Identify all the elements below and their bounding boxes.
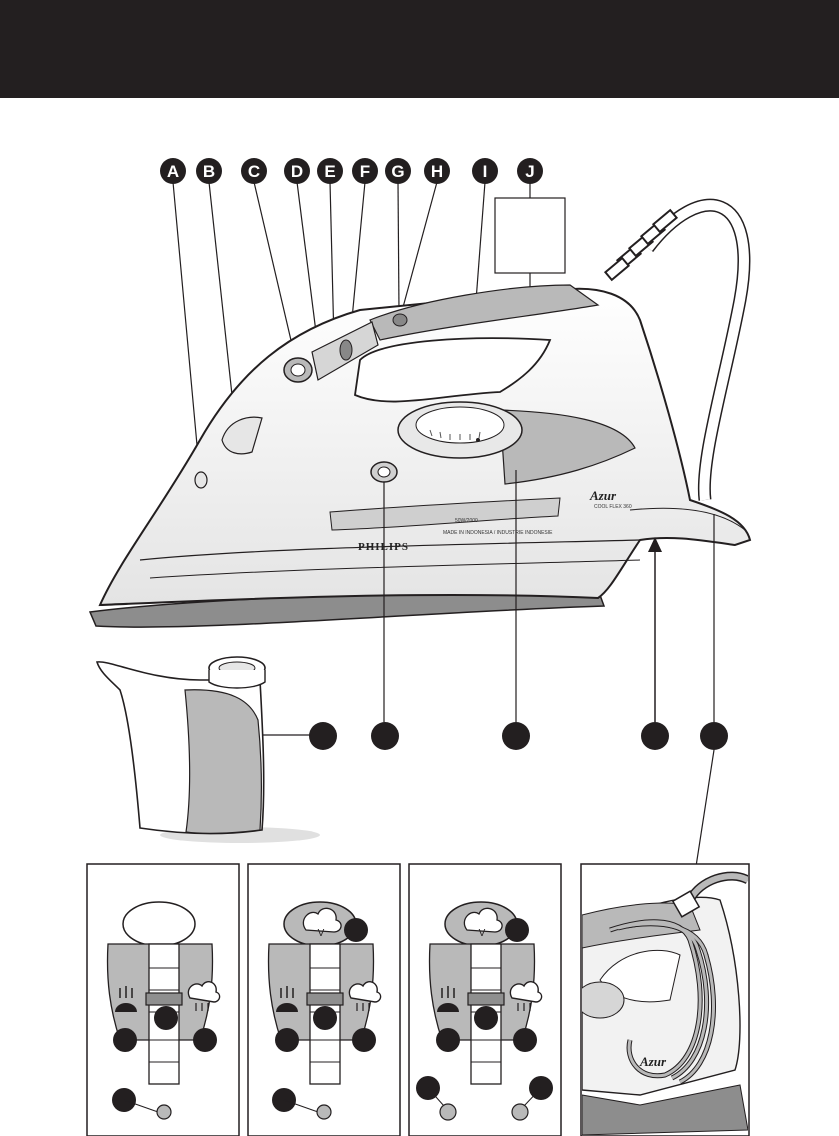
svg-text:A: A bbox=[167, 162, 179, 181]
series-logo: Azur bbox=[589, 488, 617, 503]
callout-F: F bbox=[352, 158, 378, 184]
small-print: MADE IN INDONESIA / INDUSTRIE INDONESIE bbox=[443, 530, 553, 536]
svg-text:D: D bbox=[291, 162, 303, 181]
indicator-light bbox=[157, 1105, 171, 1119]
panel-4-cord-storage: Azur bbox=[576, 864, 749, 1136]
svg-text:G: G bbox=[391, 162, 404, 181]
callout-I: I bbox=[472, 158, 498, 184]
display-window bbox=[123, 902, 195, 946]
steam-slider-knob[interactable] bbox=[307, 993, 343, 1005]
heel-rest-arrow bbox=[648, 537, 662, 722]
callout-dot bbox=[513, 1028, 537, 1052]
svg-text:F: F bbox=[360, 162, 370, 181]
svg-text:H: H bbox=[431, 162, 443, 181]
callout-C: C bbox=[241, 158, 267, 184]
steam-slider-knob[interactable] bbox=[468, 993, 504, 1005]
calc-clean-button[interactable] bbox=[371, 462, 397, 482]
callout-dot bbox=[313, 1006, 337, 1030]
indicator-light bbox=[512, 1104, 528, 1120]
svg-text:J: J bbox=[525, 162, 534, 181]
svg-text:E: E bbox=[324, 162, 335, 181]
svg-text:V: V bbox=[479, 928, 486, 939]
callout-dot bbox=[474, 1006, 498, 1030]
svg-text:I: I bbox=[483, 162, 488, 181]
svg-text:V: V bbox=[318, 928, 325, 939]
callout-E: E bbox=[317, 158, 343, 184]
steam-slider-knob[interactable] bbox=[146, 993, 182, 1005]
callout-G: G bbox=[385, 158, 411, 184]
indicator-light bbox=[317, 1105, 331, 1119]
steam-indicator-light bbox=[393, 314, 407, 326]
callout-D: D bbox=[284, 158, 310, 184]
panel-2: V bbox=[248, 864, 400, 1136]
callout-dot bbox=[352, 1028, 376, 1052]
svg-text:B: B bbox=[203, 162, 215, 181]
temperature-dial[interactable] bbox=[398, 402, 522, 458]
callout-H: H bbox=[424, 158, 450, 184]
callout-dot bbox=[505, 918, 529, 942]
indicator-light bbox=[440, 1104, 456, 1120]
rating-label: 50W/2000 bbox=[455, 518, 478, 524]
panel-1 bbox=[87, 864, 239, 1136]
series-logo-small: Azur bbox=[639, 1054, 667, 1069]
blank-callouts-row bbox=[309, 722, 728, 750]
callout-A: A bbox=[160, 158, 186, 184]
callout-dot bbox=[275, 1028, 299, 1052]
callout-dot bbox=[193, 1028, 217, 1052]
callout-dot bbox=[344, 918, 368, 942]
svg-text:C: C bbox=[248, 162, 260, 181]
panel-3: V bbox=[409, 864, 561, 1136]
callout-dot bbox=[436, 1028, 460, 1052]
spray-nozzle bbox=[195, 472, 207, 488]
callout-B: B bbox=[196, 158, 222, 184]
callout-dot bbox=[154, 1006, 178, 1030]
series-subtext: COOL FLEX 360 bbox=[594, 504, 632, 510]
callout-J: J bbox=[517, 158, 543, 184]
measuring-cup bbox=[97, 657, 320, 843]
callout-dot bbox=[113, 1028, 137, 1052]
